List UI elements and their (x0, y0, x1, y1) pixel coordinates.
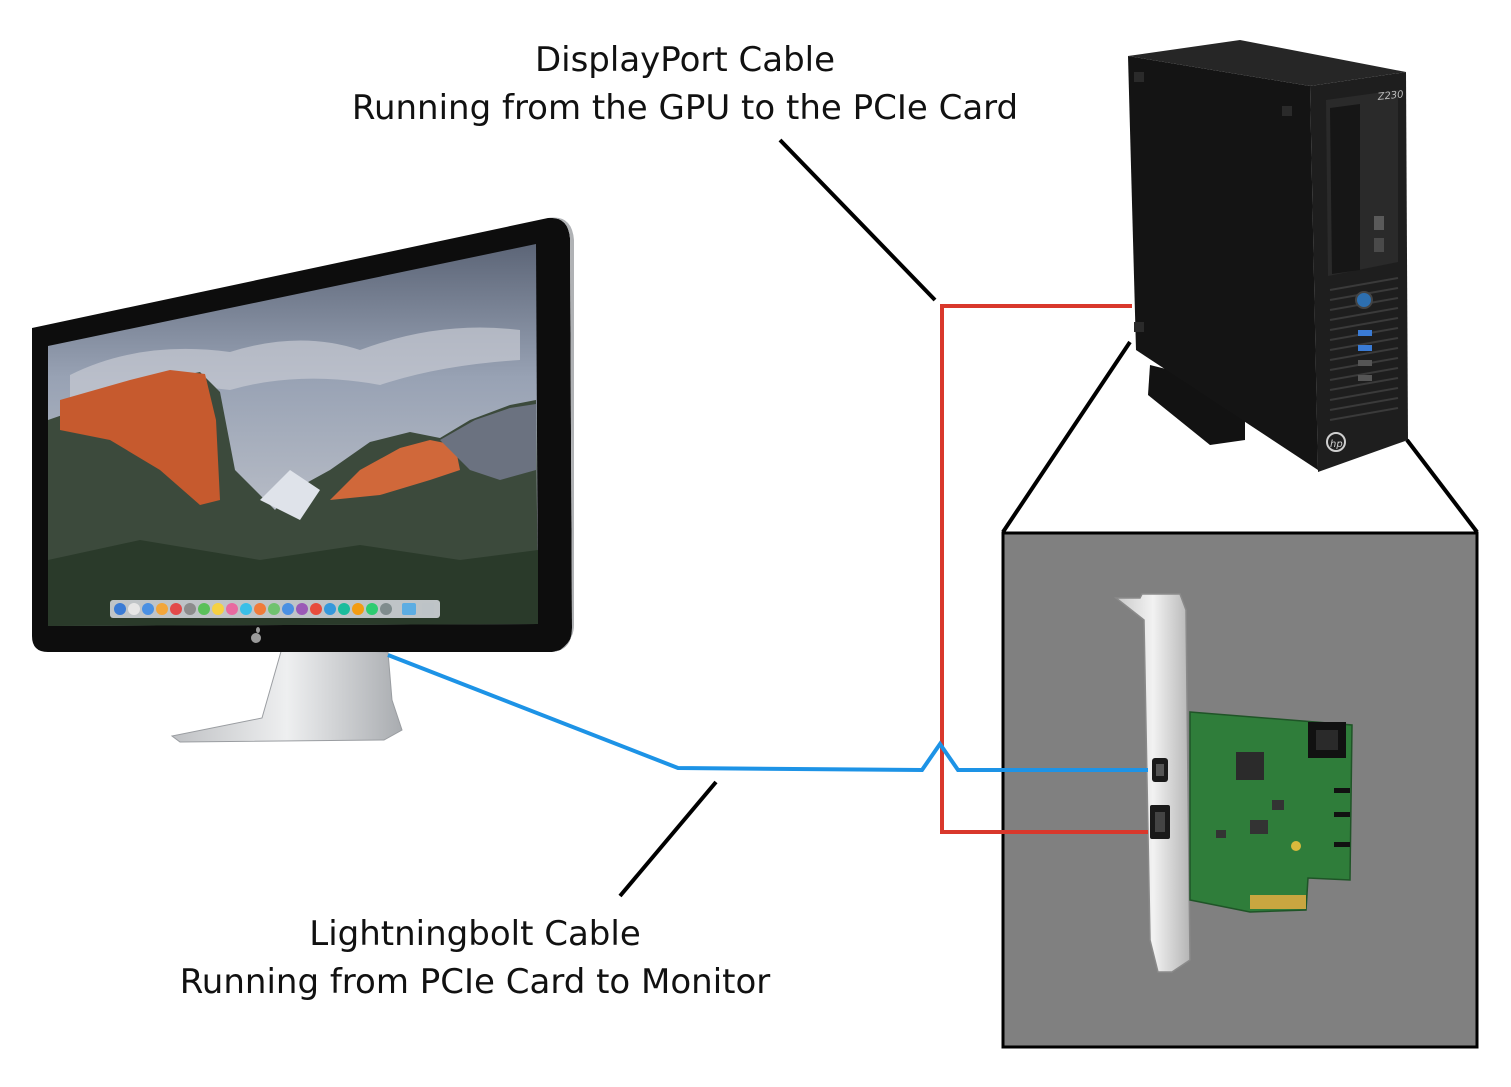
workstation-tower-icon: Z230 hp (1128, 40, 1408, 472)
pcie-card-icon (1113, 593, 1353, 973)
lightningbolt-caption-title: Lightningbolt Cable (309, 914, 641, 954)
lightningbolt-pointer-line (618, 780, 718, 898)
lit-cliff-left (60, 370, 220, 505)
lightningbolt-caption-description: Running from PCIe Card to Monitor (179, 962, 771, 1002)
displayport-cable-caption: DisplayPort Cable Running from the GPU t… (330, 36, 1040, 132)
tower-model-label: Z230 (1376, 89, 1404, 103)
displayport-caption-title: DisplayPort Cable (534, 40, 836, 80)
tower-grille (1329, 277, 1399, 421)
tower-power-button (1355, 291, 1373, 309)
zoom-box (1001, 531, 1479, 1049)
displayport-cable (940, 304, 1148, 834)
lightningbolt-cable (387, 653, 1148, 773)
displayport-caption-description: Running from the GPU to the PCIe Card (351, 88, 1019, 128)
dock-icons (114, 603, 434, 615)
monitor-icon (32, 217, 574, 743)
displayport-pointer-line (778, 138, 937, 302)
pcie-pcb (1189, 711, 1353, 913)
apple-logo-icon (251, 627, 261, 643)
svg-text:hp: hp (1330, 439, 1343, 450)
lit-cliff-right (330, 440, 460, 500)
zoom-callout (1001, 340, 1479, 1049)
zoom-line-right (1405, 438, 1479, 534)
zoom-line-left (1001, 340, 1132, 534)
hp-logo-icon (1326, 432, 1346, 452)
lightningbolt-cable-caption: Lightningbolt Cable Running from PCIe Ca… (150, 910, 800, 1006)
tower-side-panel (1128, 56, 1318, 470)
pcie-controller-chip (1236, 752, 1264, 780)
monitor-stand (170, 647, 403, 743)
